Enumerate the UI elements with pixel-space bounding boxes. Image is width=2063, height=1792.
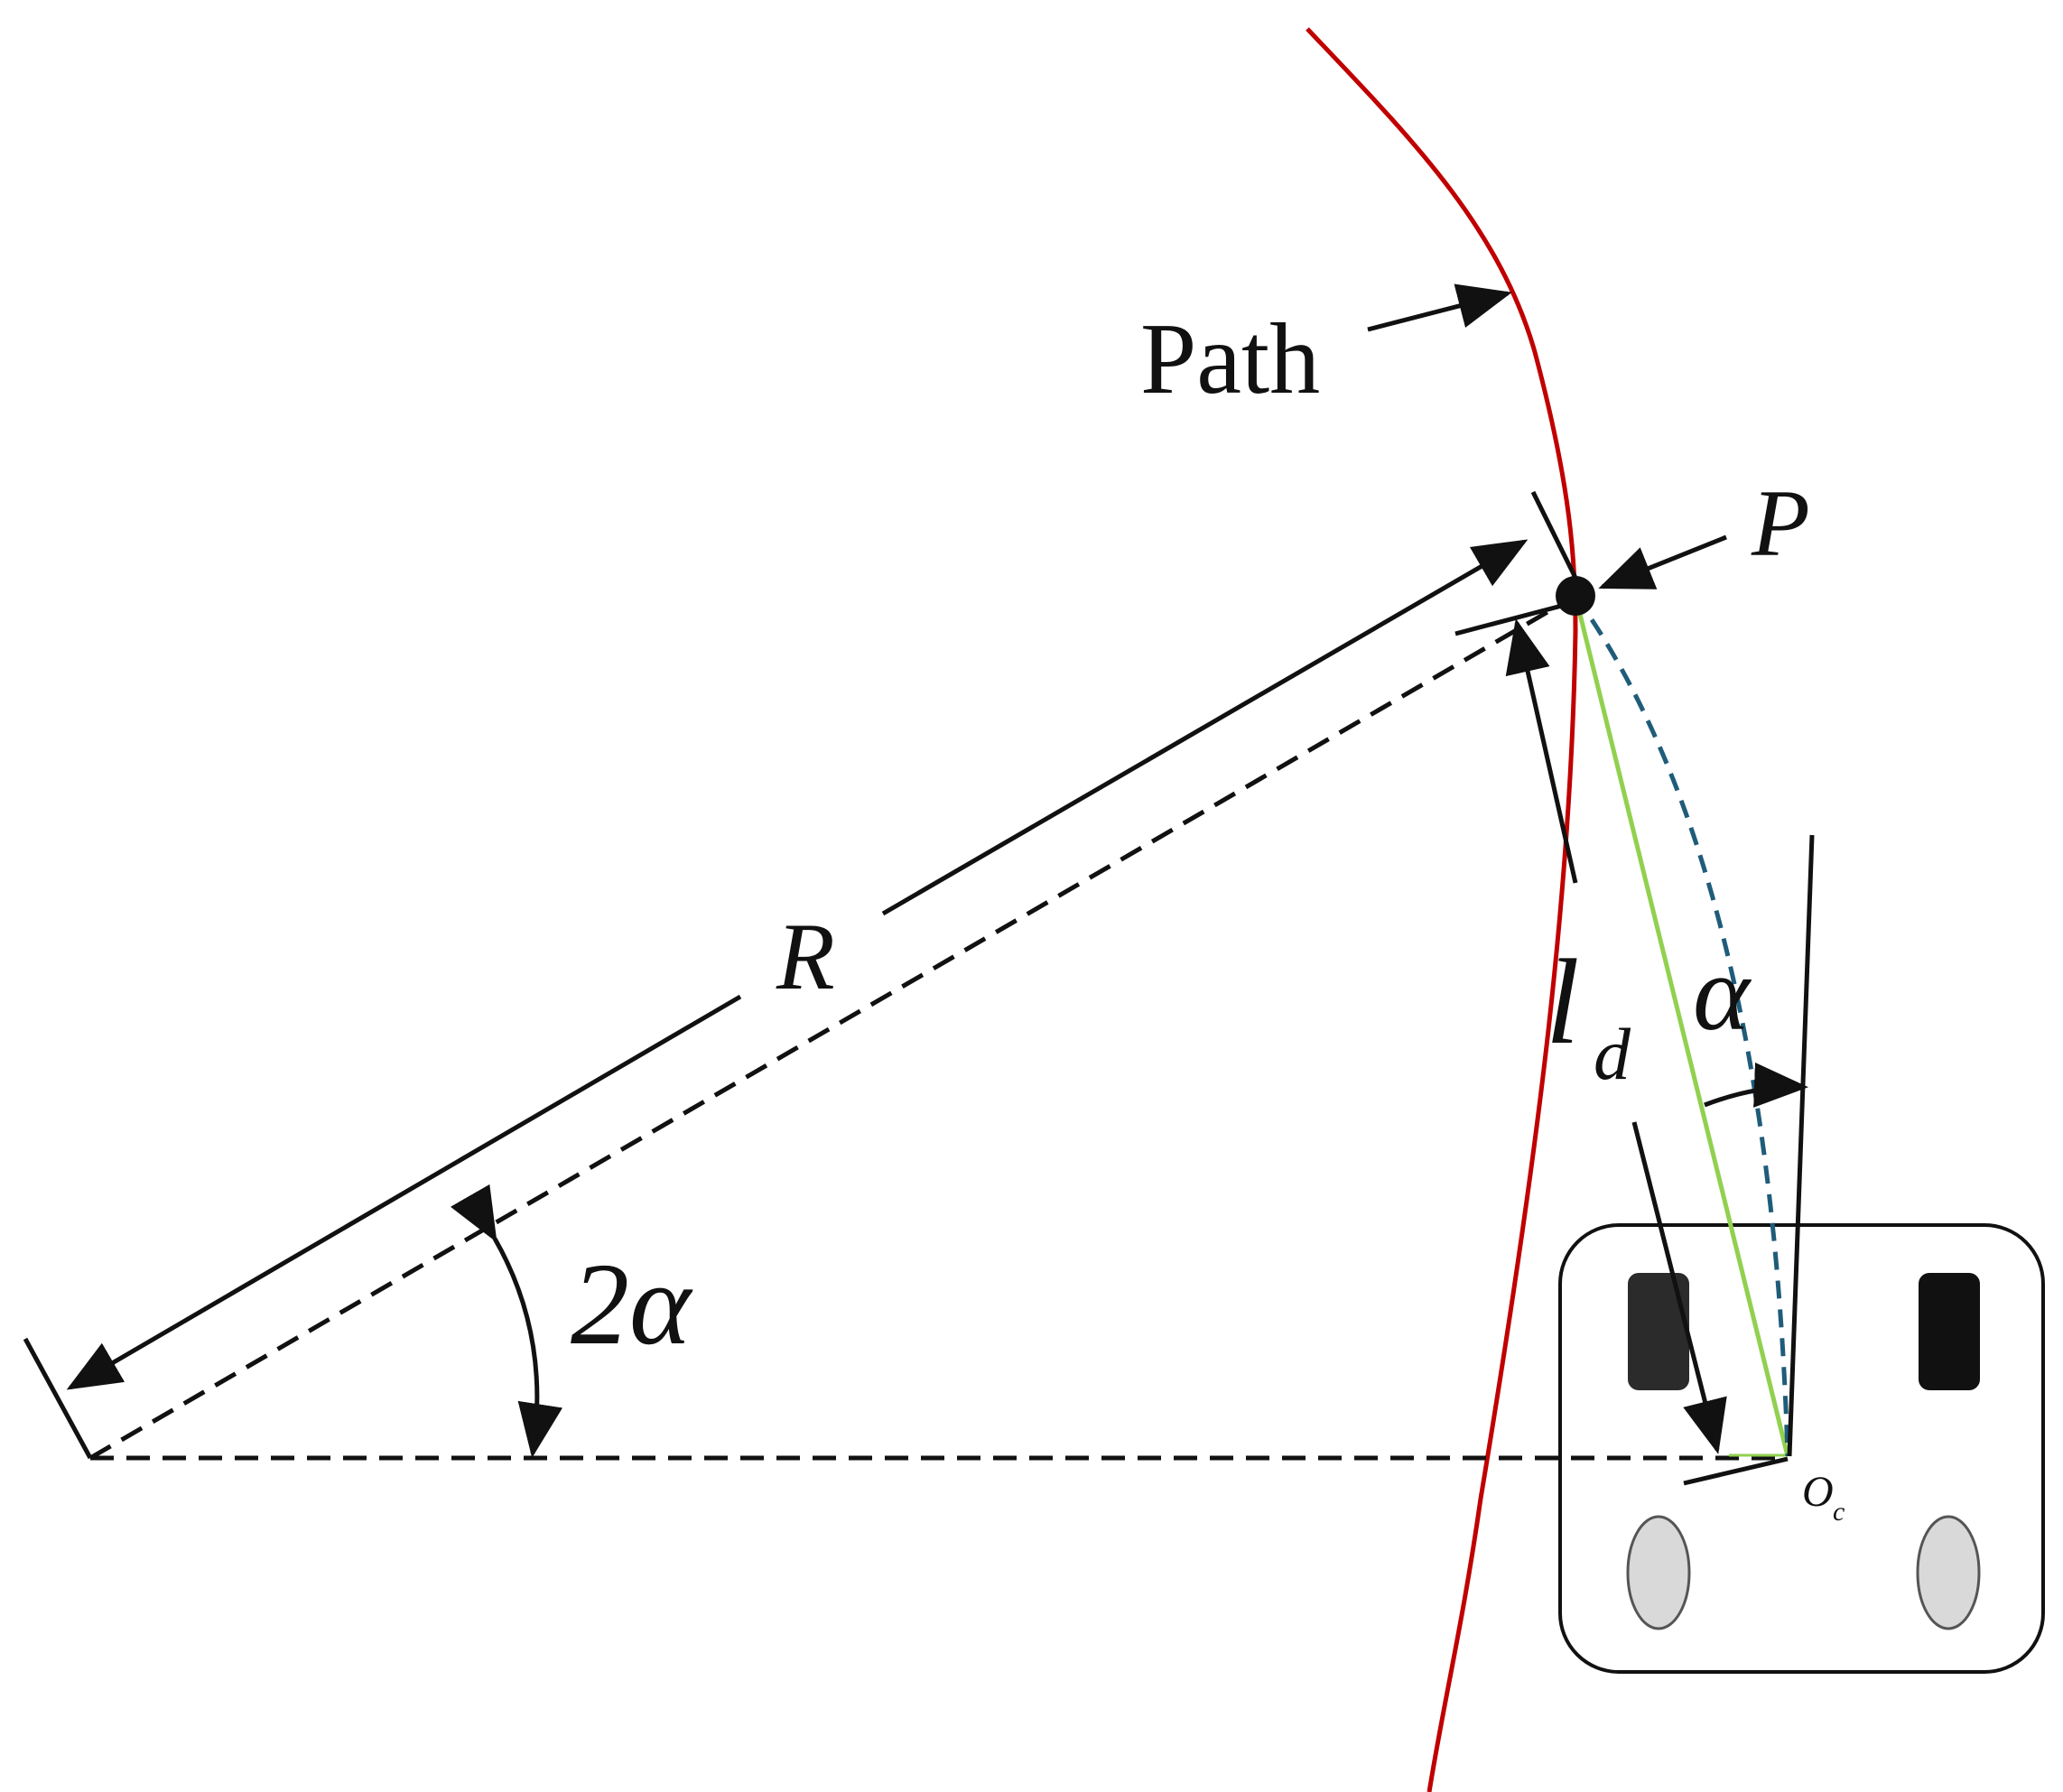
lookahead-label-subscript: d [1594, 1013, 1631, 1095]
radius-label: R [776, 904, 835, 1009]
origin-label-subscript: c [1833, 1497, 1845, 1527]
two-alpha-label: 2α [571, 1240, 693, 1370]
lookahead-tick-bottom [1683, 1456, 1789, 1486]
path-label: Path [1140, 303, 1320, 415]
lookahead-point-dot [1556, 576, 1595, 616]
point-label: P [1751, 470, 1810, 576]
lookahead-chord [1573, 595, 1790, 1457]
point-label-arrow [1598, 534, 1727, 590]
front-left-wheel [1628, 1273, 1689, 1390]
path-curve [1306, 27, 1578, 1792]
alpha-label: α [1693, 933, 1752, 1053]
lookahead-arrow-up [1505, 618, 1578, 884]
rear-right-wheel [1916, 1515, 1981, 1630]
lookahead-arrow-down [1631, 1121, 1727, 1454]
radius-dim-tick-right [1530, 490, 1578, 580]
radius-dim-line-lower [66, 994, 742, 1390]
origin-label-base: O [1802, 1468, 1834, 1516]
lookahead-label-base: l [1546, 935, 1580, 1070]
vehicle [1558, 1223, 2045, 1674]
rear-left-wheel [1626, 1515, 1691, 1630]
radius-dashed-line [88, 593, 1577, 1461]
heading-line [1787, 834, 1815, 1457]
two-alpha-angle-arc [450, 1184, 563, 1458]
front-right-wheel [1919, 1273, 1980, 1390]
alpha-angle-arc [1704, 1062, 1808, 1108]
arc-trajectory [1573, 594, 1790, 1457]
radius-dim-line-upper [881, 539, 1529, 916]
lookahead-tick-top [1454, 599, 1576, 636]
path-label-arrow [1367, 283, 1512, 332]
lookahead-label: l [1546, 935, 1580, 1070]
radius-dim-tick-left [23, 1337, 93, 1460]
